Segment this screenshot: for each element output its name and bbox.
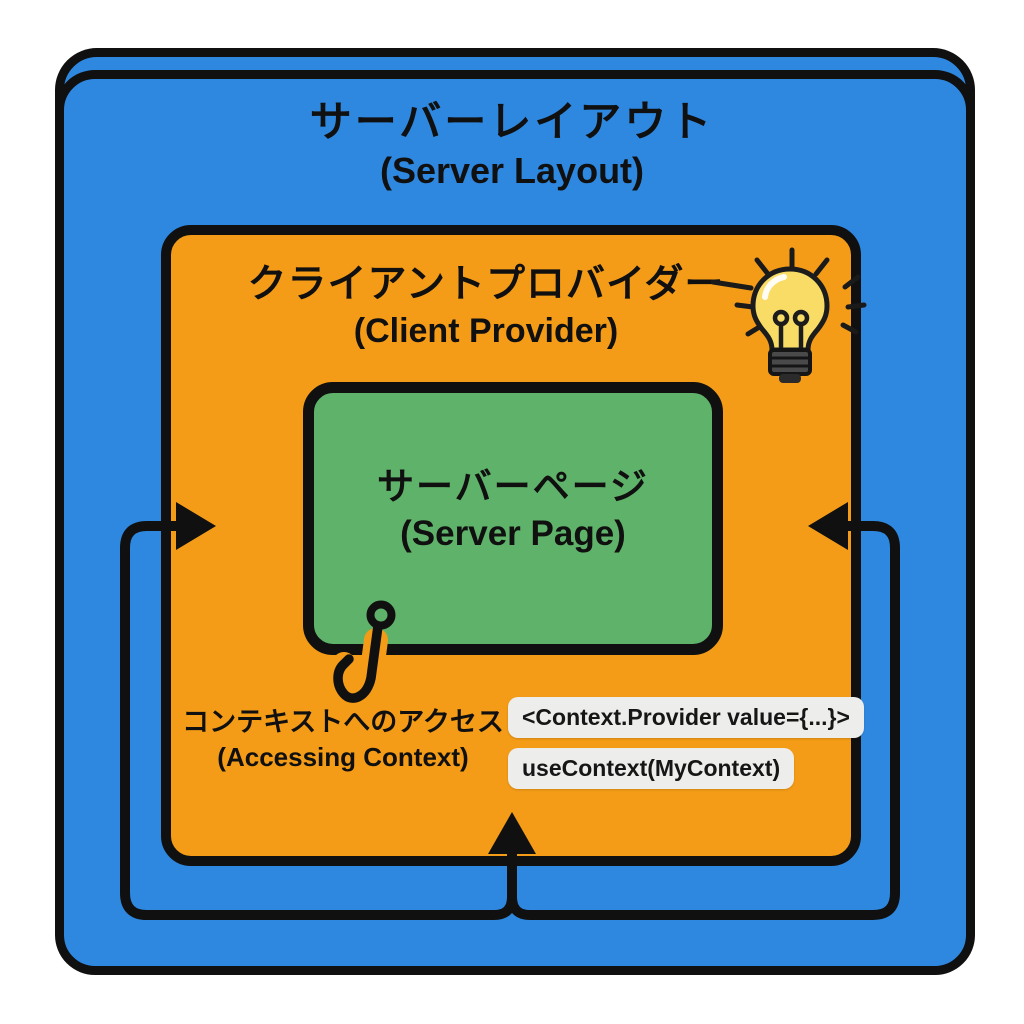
code-snippet-context-provider: <Context.Provider value={...}>	[508, 697, 864, 738]
client-provider-title-en: (Client Provider)	[353, 312, 619, 350]
server-page-title-ja: サーバーページ	[377, 466, 649, 507]
server-layout-title-en: (Server Layout)	[379, 150, 645, 191]
server-layout-title-ja: サーバーレイアウト	[309, 98, 715, 145]
accessing-context-label-en: (Accessing Context)	[217, 742, 469, 772]
accessing-context-label-ja: コンテキストへのアクセス	[182, 707, 504, 737]
client-provider-title-ja: クライアントプロバイダー	[247, 263, 725, 306]
code-snippet-use-context: useContext(MyContext)	[508, 748, 795, 789]
server-page-title-en: (Server Page)	[400, 514, 626, 553]
